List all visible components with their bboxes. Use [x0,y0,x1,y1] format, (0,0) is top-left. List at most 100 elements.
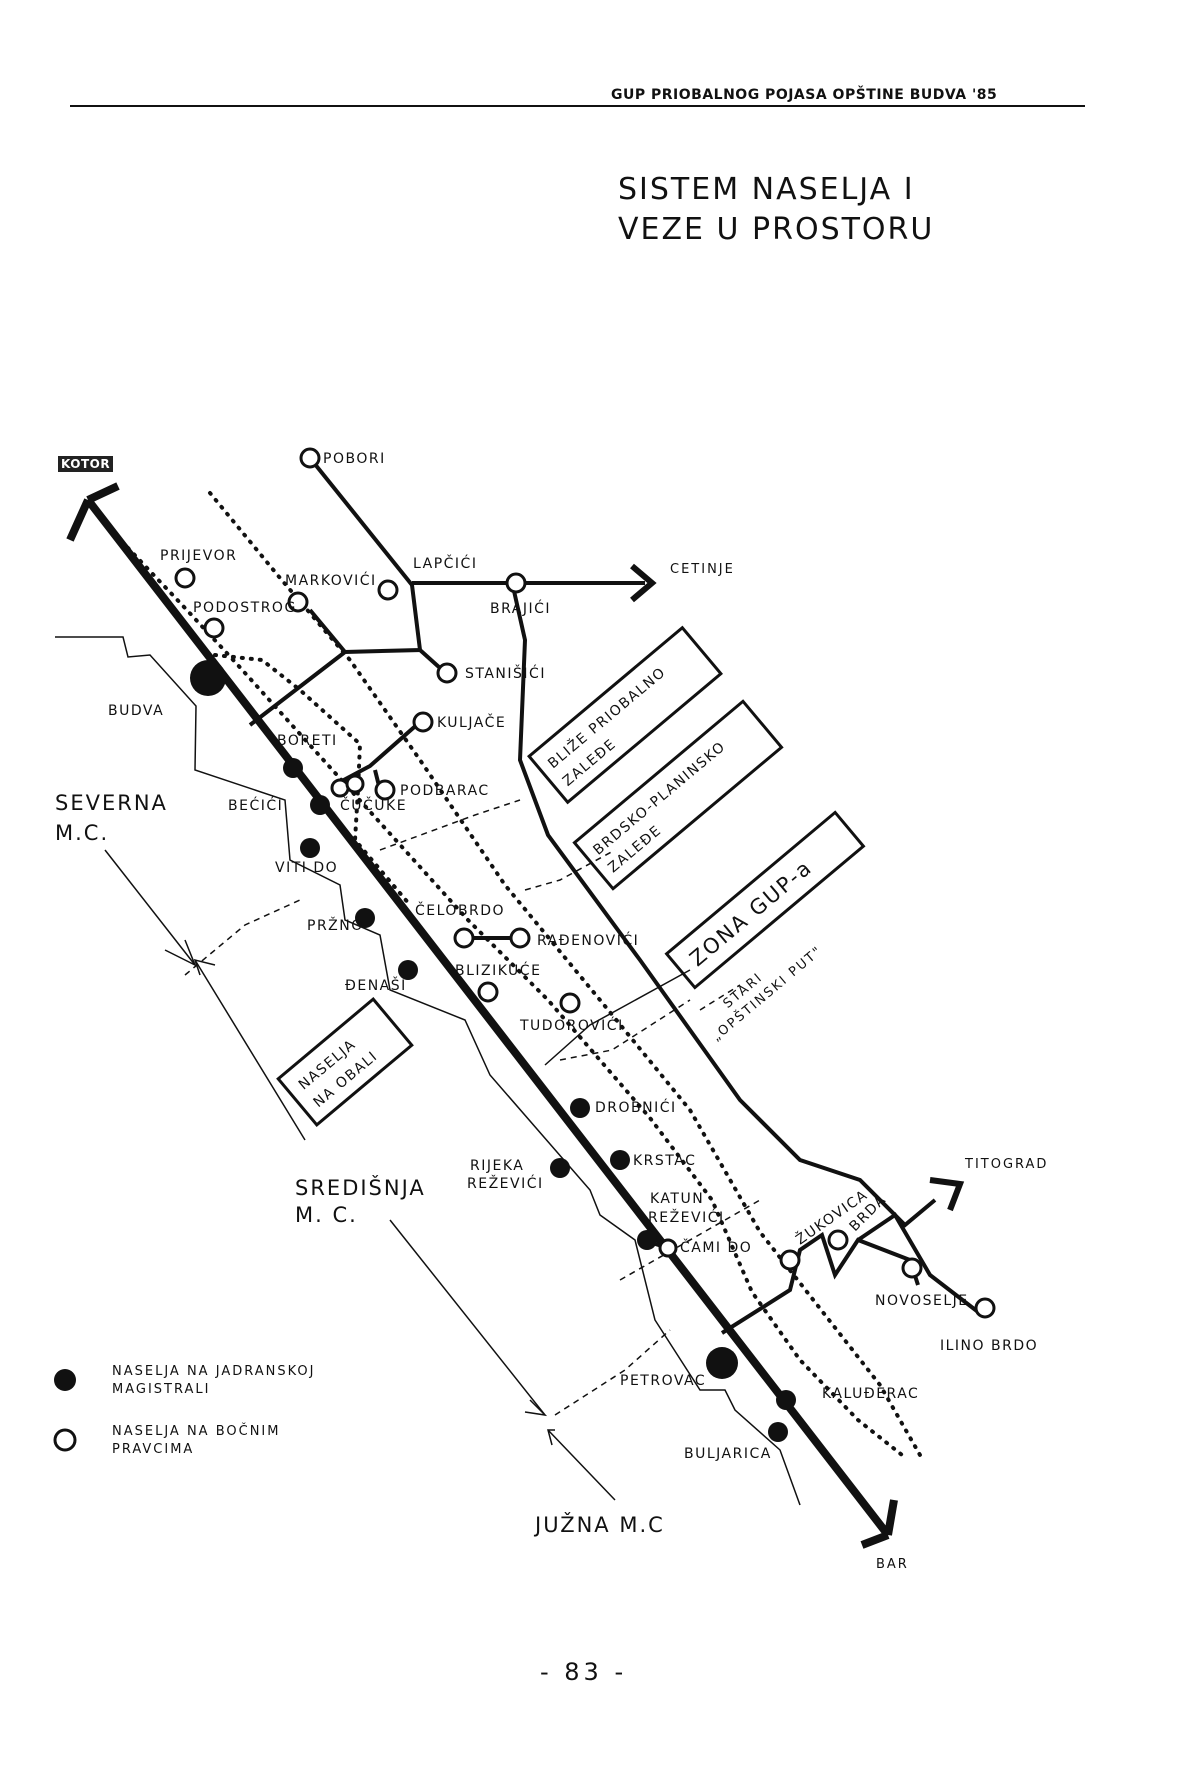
label-rijeka-line2: REŽEVIĆI [467,1174,544,1192]
arrow-sredisnja-top [193,958,216,976]
label-kaluderac: KALUĐERAC [822,1386,919,1402]
jadranska-magistrala [84,497,892,1538]
label-cami-do: ČAMI DO [680,1238,752,1256]
settlements-filled [190,660,796,1442]
node-kaluderac [776,1390,796,1410]
box-brdsko-frame [572,699,784,891]
box-zona-gup: ZONA GUP-a [664,810,866,990]
node-zukovica [779,1249,801,1271]
node-brda [827,1229,849,1251]
node-boreti [283,758,303,778]
node-cami-do [658,1238,678,1258]
node-petrovac [706,1347,738,1379]
kotor-label: KOTOR [58,456,114,472]
arrow-juzna [547,1429,555,1446]
dashed-zone-divider-6 [554,1329,671,1416]
node-prijevor [174,567,196,589]
road-markovici-budva [248,584,423,727]
coast-line [55,636,801,1506]
road-cetinje-arrow [630,563,657,603]
title-line-1: SISTEM NASELJA I [618,172,915,207]
road-stari-opstinski-put [510,581,937,1228]
label-denasi: ĐENAŠI [345,976,407,994]
label-bar: BAR [876,1557,909,1572]
node-podostrog [287,591,309,613]
label-titograd: TITOGRAD [964,1157,1048,1172]
label-boreti: BOREТI [277,733,338,749]
legend-open-line2: PRAVCIMA [112,1442,194,1457]
legend-open-line1: NASELJA NA BOČNIM [112,1423,280,1439]
label-katun-line2: REŽEVIĆI [648,1208,725,1226]
label-podbarac: PODBARAC [400,783,490,799]
legend-filled-line1: NASELJA NA JADRANSKOJ [112,1364,315,1379]
label-pobori: POBORI [323,451,386,467]
node-cucuke-a [330,778,350,798]
node-tudorovici [559,992,581,1014]
kotor-arrow [66,482,120,542]
road-petrovac-brda [720,1231,920,1335]
node-krstac [610,1150,630,1170]
label-markovici: MARKOVIĆI [285,571,377,589]
node-radenovici [509,927,531,949]
label-kuljace: KULJAČE [437,713,506,731]
dashed-belt-divider-4 [619,1199,761,1281]
label-cetinje: CETINJE [670,562,735,577]
label-blizikuce: BLIZIKUĆE [455,961,541,979]
node-brajici [505,572,527,594]
dashed-belt-divider-2 [524,849,616,891]
box-brdsko-line1: BRDSKO-PLANINSKO [590,739,729,859]
label-cucuke: ČUČUKE [340,796,407,814]
label-buljarica: BULJARICA [684,1446,772,1462]
page-number: - 83 - [540,1658,628,1686]
road-stanisici [418,648,442,670]
label-przno: PRŽNO [307,916,364,934]
road-pobori [308,456,414,587]
bar-arrow [860,1499,898,1549]
node-budva [190,660,226,696]
node-prijevor-lower [203,617,225,639]
node-denasi [398,960,418,980]
label-rijeka-line1: RIJEKA [470,1158,524,1174]
label-viti-do: VITI DO [275,860,338,876]
arrow-severna [164,939,197,967]
arrow-sredisnja-bottom [524,1399,548,1417]
title-line-2: VEZE U PROSTORU [618,212,935,247]
label-sredisnja: SREDIŠNJA [295,1175,426,1200]
label-radenovici: RAĐENOVIĆI [537,931,639,949]
stari-label-line2: „OPŠTINSKI PUT" [709,943,826,1045]
map-legend: NASELJA NA JADRANSKOJ MAGISTRALI NASELJA… [53,1364,315,1457]
label-katun-line1: KATUN [650,1191,704,1207]
label-novoselje: NOVOSELJE [875,1293,969,1309]
zone-boundaries [55,636,801,1506]
box-zona-gup-frame [664,810,866,990]
label-becici: BEĆIĆI [228,796,283,814]
node-stanisici [436,662,458,684]
dashed-belt-divider-1 [379,799,521,851]
zone-severna-line [104,849,196,966]
road-titograd-arrow [929,1177,965,1212]
node-viti-do [300,838,320,858]
label-tudorovici: TUDOROVIĆI [519,1016,624,1034]
node-celobrdo [453,927,475,949]
label-ilino-brdo: ILINO BRDO [940,1338,1038,1354]
node-podbarac [374,779,396,801]
label-brajici: BRAJIĆI [490,599,551,617]
node-cucuke-b [345,774,365,794]
box-naselja-na-obali: NASELJA NA OBALI [276,997,414,1127]
dotted-inner-belt [208,491,922,1457]
label-drobnici: DROBNIĆI [595,1098,677,1116]
dotted-coastal-belt [126,546,904,1457]
legend-filled-symbol [54,1369,76,1391]
node-becici [310,795,330,815]
box-blize-frame [526,625,724,805]
node-przno [355,908,375,928]
box-zona-gup-text: ZONA GUP-a [685,855,817,971]
dashed-pointer-to-road [699,984,741,1011]
node-ilino-brdo [974,1297,996,1319]
page-header: GUP PRIOBALNOG POJASA OPŠTINE BUDVA '85 [611,87,998,103]
label-stanisici: STANIŠIĆI [465,664,546,682]
label-severna-mc: M.C. [55,821,109,845]
label-severna: SEVERNA [55,791,168,815]
node-buljarica [768,1422,788,1442]
